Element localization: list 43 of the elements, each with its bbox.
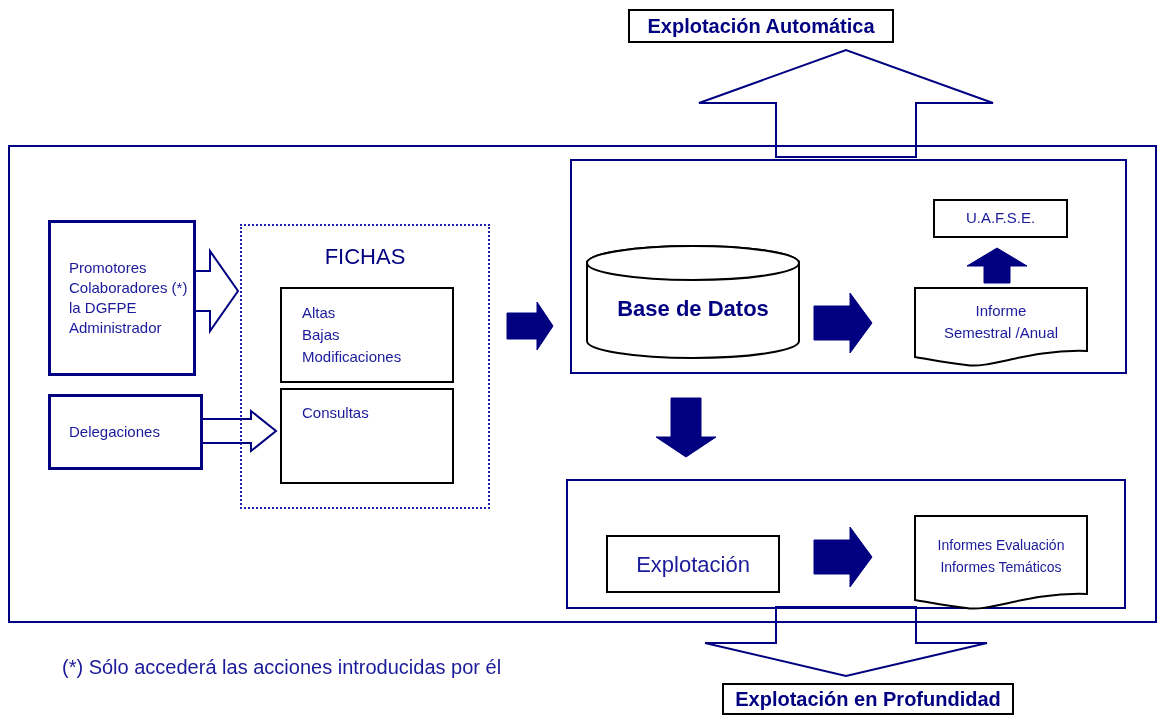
node-text: Base de Datos <box>617 294 769 323</box>
block-arrow <box>813 526 873 588</box>
panel-frame <box>570 159 1127 374</box>
node-text: Explotación <box>636 550 750 579</box>
source-box <box>48 394 203 470</box>
node-text: Administrador <box>69 318 163 338</box>
node-text: Bajas <box>302 325 341 345</box>
node-text: Explotación Automática <box>647 14 875 39</box>
node-text: la DGFPE <box>69 298 138 318</box>
dotted-group-box <box>240 224 490 509</box>
hollow-block-arrow <box>200 408 278 454</box>
node-text: U.A.F.S.E. <box>965 208 1036 229</box>
document-shape <box>914 515 1088 610</box>
node-text: Informes Evaluación <box>937 535 1065 555</box>
node-text: Delegaciones <box>69 421 161 442</box>
database-cylinder <box>586 245 800 359</box>
node-text: Informes Temáticos <box>940 557 1062 577</box>
process-box <box>606 535 780 593</box>
block-arrow <box>966 247 1028 284</box>
process-box <box>280 388 454 484</box>
footnote: (*) Sólo accederá las acciones introducidas por él <box>62 655 502 680</box>
node-text: FICHAS <box>324 243 406 271</box>
block-arrow <box>506 301 554 351</box>
panel-frame <box>566 479 1126 609</box>
process-box <box>280 287 454 383</box>
node-text: Colaboradores (*) <box>69 278 189 298</box>
title-box <box>628 9 894 43</box>
node-text: Informe Semestral /Anual <box>942 301 1060 343</box>
hollow-block-arrow <box>704 606 988 678</box>
node-text: Explotación en Profundidad <box>735 687 1001 712</box>
node-text: Modificaciones <box>302 347 403 367</box>
hollow-block-arrow <box>193 247 240 335</box>
hollow-block-arrow <box>698 48 994 158</box>
block-arrow <box>813 292 873 354</box>
source-box <box>48 220 196 376</box>
document-shape <box>914 287 1088 367</box>
node-text: Consultas <box>302 403 370 423</box>
outer-frame <box>8 145 1157 623</box>
node-text: Altas <box>302 303 337 323</box>
title-box <box>722 683 1014 715</box>
block-arrow <box>655 397 717 458</box>
node-text: Promotores <box>69 258 148 278</box>
process-box <box>933 199 1068 238</box>
